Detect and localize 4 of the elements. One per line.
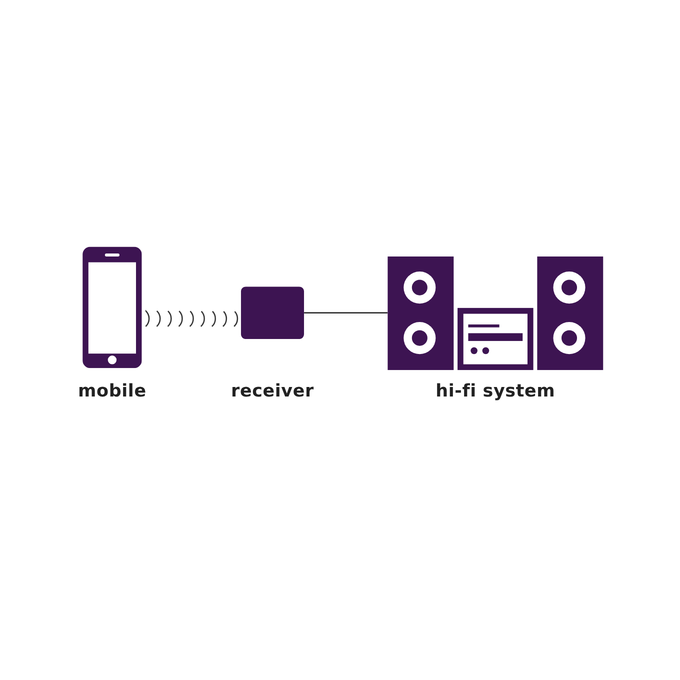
connector-line xyxy=(304,312,388,314)
node-label: receiver xyxy=(231,380,314,402)
node-label: mobile xyxy=(78,380,146,402)
node-label: hi-fi system xyxy=(436,380,556,402)
